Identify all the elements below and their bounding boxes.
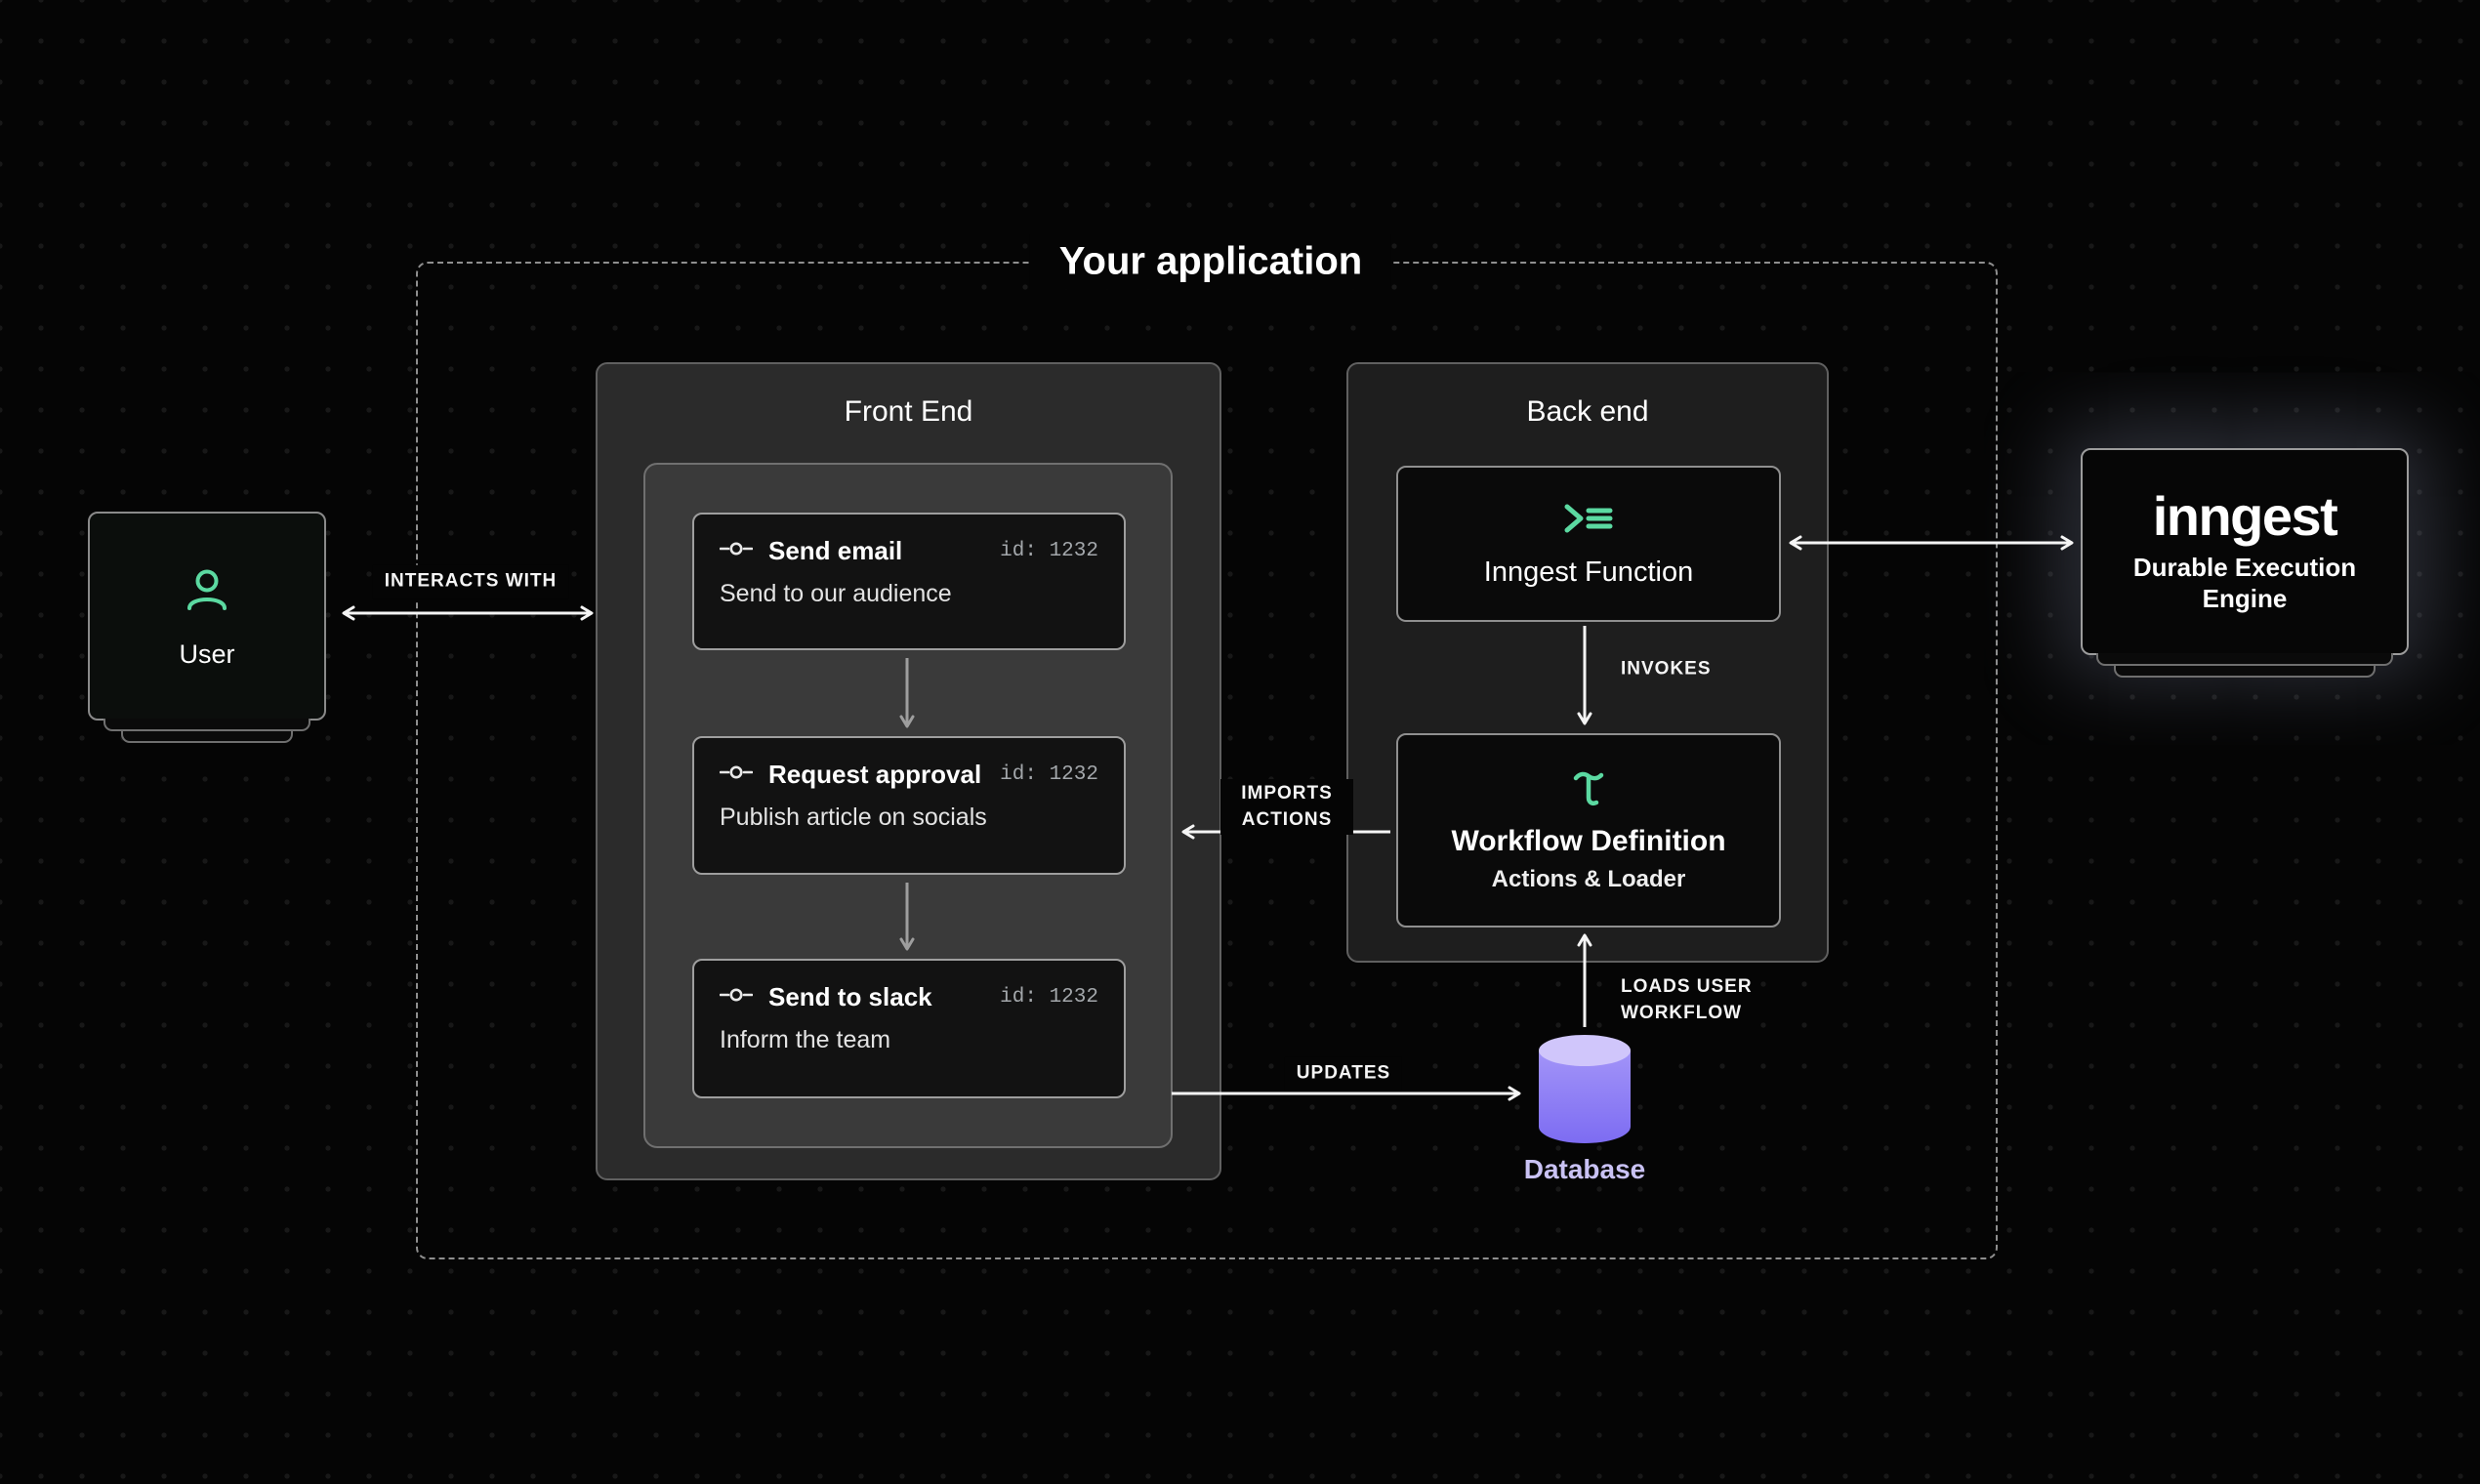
card-id: id: 1232 (1000, 763, 1098, 786)
loads-line2: WORKFLOW (1621, 1002, 1743, 1023)
front-end-title: Front End (844, 395, 973, 428)
workflow-card-send-email: Send email id: 1232 Send to our audience (692, 513, 1126, 650)
inngest-logo: inngest (2152, 484, 2338, 547)
card-subtitle: Inform the team (720, 1026, 891, 1053)
imports-actions-line1: IMPORTS (1241, 783, 1333, 804)
inngest-function-card: Inngest Function (1396, 466, 1781, 622)
back-end-panel: Back end Inngest Function Workflow Defin… (1346, 362, 1829, 963)
card-id: id: 1232 (1000, 540, 1098, 562)
commit-node-icon (719, 763, 754, 787)
user-label: User (179, 639, 235, 669)
function-code-list-icon (1561, 499, 1616, 543)
commit-node-icon (719, 985, 754, 1010)
user-icon (179, 562, 235, 624)
invokes-label: INVOKES (1621, 658, 1712, 680)
inngest-function-label: Inngest Function (1483, 556, 1694, 588)
interacts-with-label: INTERACTS WITH (372, 564, 569, 599)
workflow-definition-card: Workflow Definition Actions & Loader (1396, 733, 1781, 928)
workflow-card-request-approval: Request approval id: 1232 Publish articl… (692, 736, 1126, 875)
user-card: User (88, 512, 326, 721)
loads-user-workflow-label: LOADS USER WORKFLOW (1613, 972, 1760, 1029)
database-cylinder-icon (1531, 1033, 1638, 1155)
user-card-stack-1 (103, 719, 310, 731)
inngest-card-stack-1 (2096, 653, 2393, 666)
inngest-engine-card: inngest Durable Execution Engine (2081, 448, 2409, 655)
workflow-card-send-to-slack: Send to slack id: 1232 Inform the team (692, 959, 1126, 1098)
imports-actions-line2: ACTIONS (1241, 808, 1333, 830)
card-title: Request approval (768, 760, 982, 789)
card-title: Send email (768, 536, 903, 565)
loads-line1: LOADS USER (1621, 976, 1753, 997)
workflow-definition-label: Workflow Definition (1451, 825, 1726, 857)
card-id: id: 1232 (1000, 986, 1098, 1009)
your-application-title: Your application (1029, 233, 1392, 290)
card-title: Send to slack (768, 982, 932, 1011)
card-subtitle: Send to our audience (720, 580, 952, 607)
commit-node-icon (719, 539, 754, 563)
workflow-editor-panel: Send email id: 1232 Send to our audience… (643, 463, 1173, 1148)
user-card-stack-2 (121, 731, 293, 743)
workflow-tool-icon (1566, 767, 1611, 817)
workflow-definition-subtitle: Actions & Loader (1491, 866, 1686, 892)
card-subtitle: Publish article on socials (720, 804, 987, 831)
imports-actions-label: IMPORTS ACTIONS (1220, 779, 1353, 836)
inngest-subtitle: Durable Execution Engine (2132, 552, 2357, 614)
inngest-card-stack-2 (2114, 666, 2376, 678)
database-label: Database (1523, 1154, 1646, 1184)
updates-label: UPDATES (1284, 1056, 1403, 1092)
back-end-title: Back end (1526, 395, 1649, 428)
